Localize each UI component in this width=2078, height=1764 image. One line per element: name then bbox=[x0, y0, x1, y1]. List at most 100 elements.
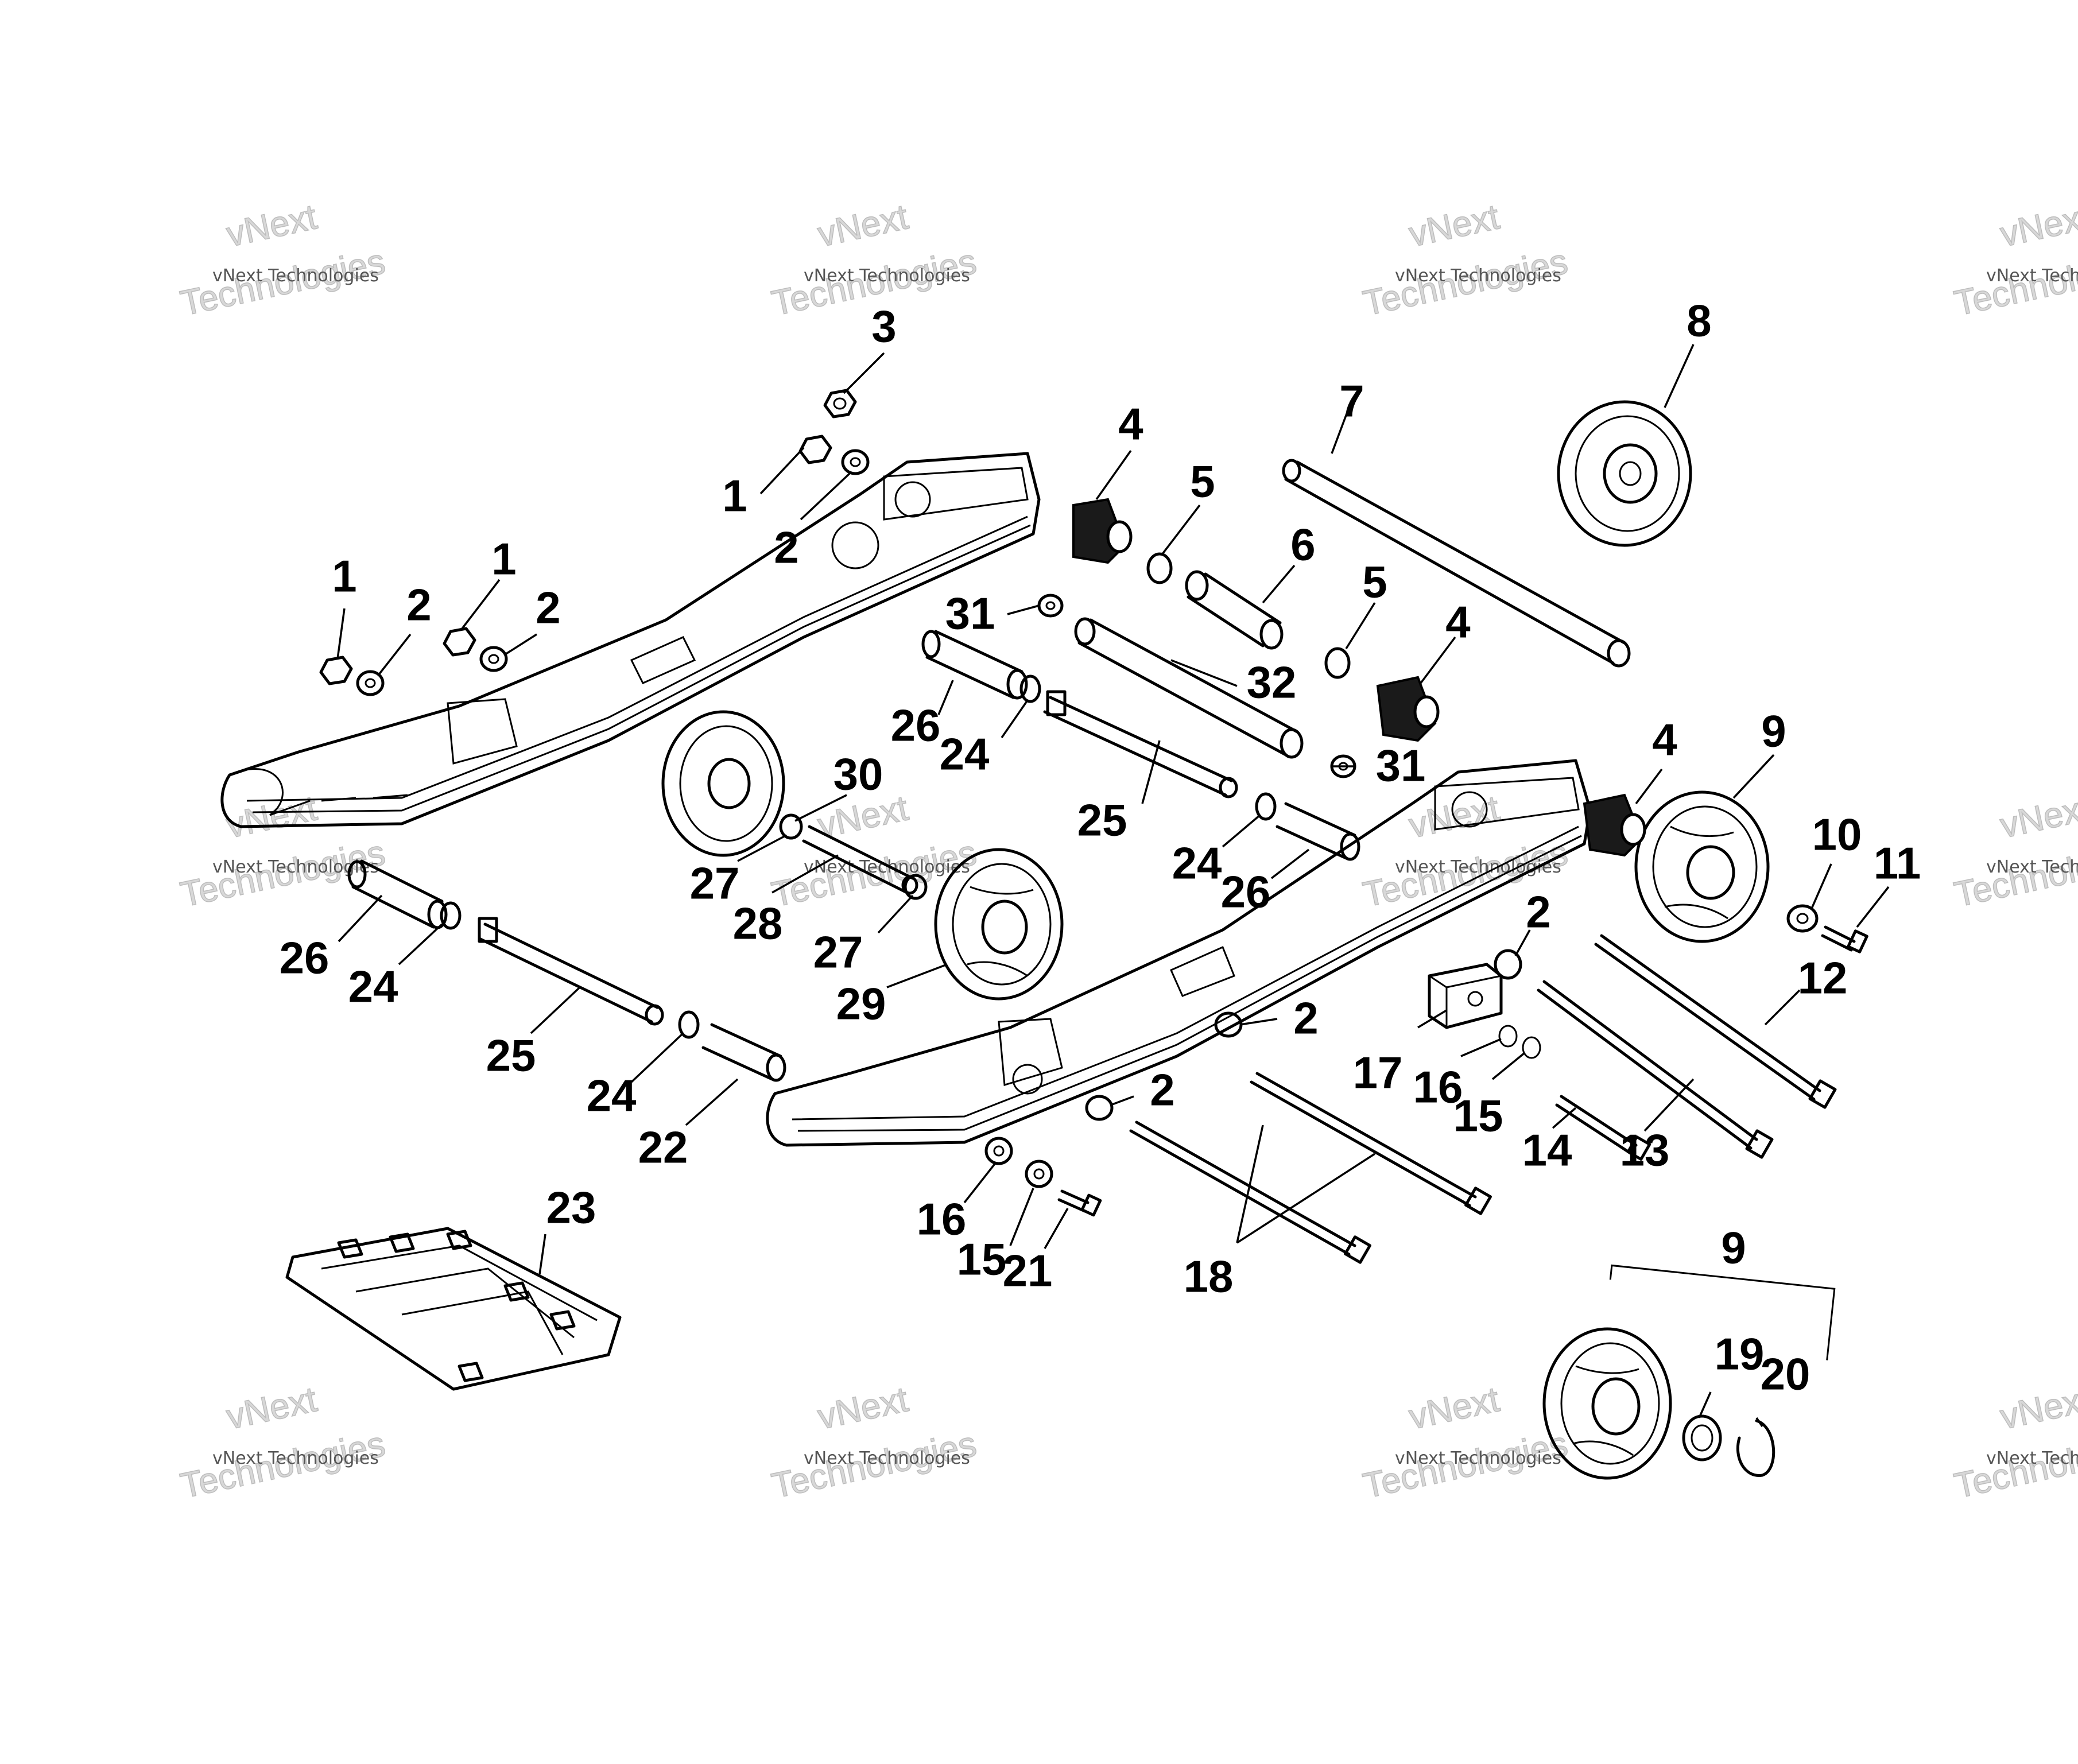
part-26-tube-upper bbox=[921, 630, 1028, 700]
callout-25: 25 bbox=[486, 1030, 536, 1081]
leader-lines bbox=[336, 344, 1890, 1427]
watermark-big-1: vNext bbox=[815, 197, 912, 254]
part-4-bracket-right bbox=[1583, 793, 1646, 857]
callout-31: 31 bbox=[1376, 741, 1426, 791]
left-slide-rail bbox=[220, 452, 1041, 828]
part-1-nut-b bbox=[319, 656, 353, 685]
part-7-shaft bbox=[1282, 459, 1631, 668]
watermark-small: vNext Technologies bbox=[212, 266, 379, 286]
callout-18: 18 bbox=[1184, 1251, 1234, 1302]
watermark-small: vNext Technologies bbox=[804, 1448, 970, 1468]
part-9-wheel-kit bbox=[1542, 1264, 1836, 1480]
callout-24: 24 bbox=[940, 729, 990, 780]
callout-21: 21 bbox=[1003, 1246, 1053, 1296]
watermark-big-1: vNext bbox=[223, 1379, 320, 1437]
part-5-ring-b bbox=[1324, 647, 1351, 679]
watermark-tile: vNext Technologies vNext Technologies bbox=[1951, 197, 2078, 324]
callout-10: 10 bbox=[1812, 809, 1862, 860]
callout-5: 5 bbox=[1362, 557, 1387, 607]
part-10-washer bbox=[1786, 904, 1819, 933]
watermark-big-1: vNext bbox=[1406, 197, 1503, 254]
part-27-washer bbox=[904, 874, 928, 900]
watermark-tile: vNext Technologies vNext Technologies bbox=[768, 788, 980, 916]
watermark-tile: vNext Technologies vNext Technologies bbox=[1359, 1379, 1572, 1507]
watermark-small: vNext Technologies bbox=[1395, 1448, 1561, 1468]
part-31-washer-a bbox=[1037, 594, 1064, 618]
callout-3: 3 bbox=[871, 301, 896, 352]
part-32-tube bbox=[1074, 617, 1304, 759]
part-17-block bbox=[1428, 963, 1503, 1029]
part-12-bolt bbox=[1594, 934, 1837, 1109]
part-25-axle-upper bbox=[1043, 690, 1238, 798]
callout-28: 28 bbox=[733, 898, 783, 949]
callout-27: 27 bbox=[813, 927, 863, 978]
watermark-small: vNext Technologies bbox=[212, 857, 379, 877]
part-25-axle-lower bbox=[478, 917, 664, 1026]
part-22-tube bbox=[701, 1023, 786, 1082]
callout-16: 16 bbox=[1413, 1062, 1463, 1112]
watermark-small: vNext Technologies bbox=[212, 1448, 379, 1468]
callout-32: 32 bbox=[1247, 657, 1297, 708]
part-24-ring-c bbox=[440, 901, 462, 930]
part-29-wheel bbox=[934, 848, 1064, 1001]
watermark-big-1: vNext bbox=[1406, 1379, 1503, 1437]
callout-2: 2 bbox=[774, 522, 798, 573]
callout-8: 8 bbox=[1687, 296, 1711, 346]
part-2-washer-b bbox=[356, 670, 385, 696]
callout-2: 2 bbox=[1150, 1065, 1174, 1115]
part-26-tube-left bbox=[347, 859, 448, 929]
part-23-track-section bbox=[285, 1227, 622, 1391]
part-8-wheel bbox=[1557, 400, 1692, 547]
part-11-bolt bbox=[1821, 925, 1868, 953]
part-3-nut bbox=[823, 389, 857, 418]
watermark-tile: vNext Technologies vNext Technologies bbox=[177, 197, 389, 324]
part-30-washer bbox=[779, 813, 803, 840]
part-1-nut-a bbox=[798, 435, 832, 464]
part-15-washer-a bbox=[1522, 1036, 1541, 1059]
callout-26: 26 bbox=[891, 700, 941, 751]
callout-31: 31 bbox=[945, 588, 995, 639]
watermark-small: vNext Technologies bbox=[1986, 1448, 2078, 1468]
callout-29: 29 bbox=[836, 979, 886, 1029]
callout-26: 26 bbox=[1221, 867, 1271, 917]
watermark-big-1: vNext bbox=[815, 1379, 912, 1437]
callout-4: 4 bbox=[1445, 597, 1470, 648]
callout-11: 11 bbox=[1874, 838, 1921, 889]
part-4-bracket-mid bbox=[1376, 676, 1440, 742]
callout-22: 22 bbox=[638, 1122, 688, 1173]
callout-6: 6 bbox=[1290, 519, 1315, 570]
callout-1: 1 bbox=[722, 471, 747, 521]
part-27-wheel bbox=[661, 710, 785, 857]
callout-24: 24 bbox=[587, 1071, 637, 1121]
callout-2: 2 bbox=[406, 580, 431, 630]
callout-12: 12 bbox=[1798, 953, 1848, 1003]
callout-1: 1 bbox=[491, 534, 516, 584]
watermark-small: vNext Technologies bbox=[1395, 266, 1561, 286]
callout-7: 7 bbox=[1339, 376, 1364, 427]
watermark-big-1: vNext bbox=[1997, 788, 2078, 846]
part-1-nut-c bbox=[443, 627, 476, 657]
part-2-washer-c bbox=[479, 646, 508, 672]
callout-16: 16 bbox=[917, 1194, 967, 1245]
watermark-tile: vNext Technologies vNext Technologies bbox=[177, 788, 389, 916]
watermark-big-1: vNext bbox=[1997, 1379, 2078, 1437]
watermark-tile: vNext Technologies vNext Technologies bbox=[768, 1379, 980, 1507]
callout-9: 9 bbox=[1721, 1223, 1746, 1273]
callout-9: 9 bbox=[1761, 706, 1786, 757]
part-26-tube-right bbox=[1276, 802, 1360, 861]
callout-23: 23 bbox=[546, 1183, 596, 1233]
part-16-washer-a bbox=[1498, 1025, 1518, 1048]
callout-26: 26 bbox=[280, 933, 329, 983]
watermark-big-1: vNext bbox=[1997, 197, 2078, 254]
watermark-big-1: vNext bbox=[223, 197, 320, 254]
part-18-bolt-upper bbox=[1250, 1072, 1492, 1215]
watermark-tile: vNext Technologies vNext Technologies bbox=[1359, 197, 1572, 324]
part-18-bolt-lower bbox=[1129, 1121, 1371, 1264]
callout-13: 13 bbox=[1620, 1125, 1670, 1176]
callout-24: 24 bbox=[348, 962, 398, 1012]
part-5-ring-a bbox=[1146, 552, 1173, 584]
watermark-small: vNext Technologies bbox=[1986, 857, 2078, 877]
callout-4: 4 bbox=[1118, 399, 1143, 449]
part-24-ring-d bbox=[678, 1010, 700, 1039]
